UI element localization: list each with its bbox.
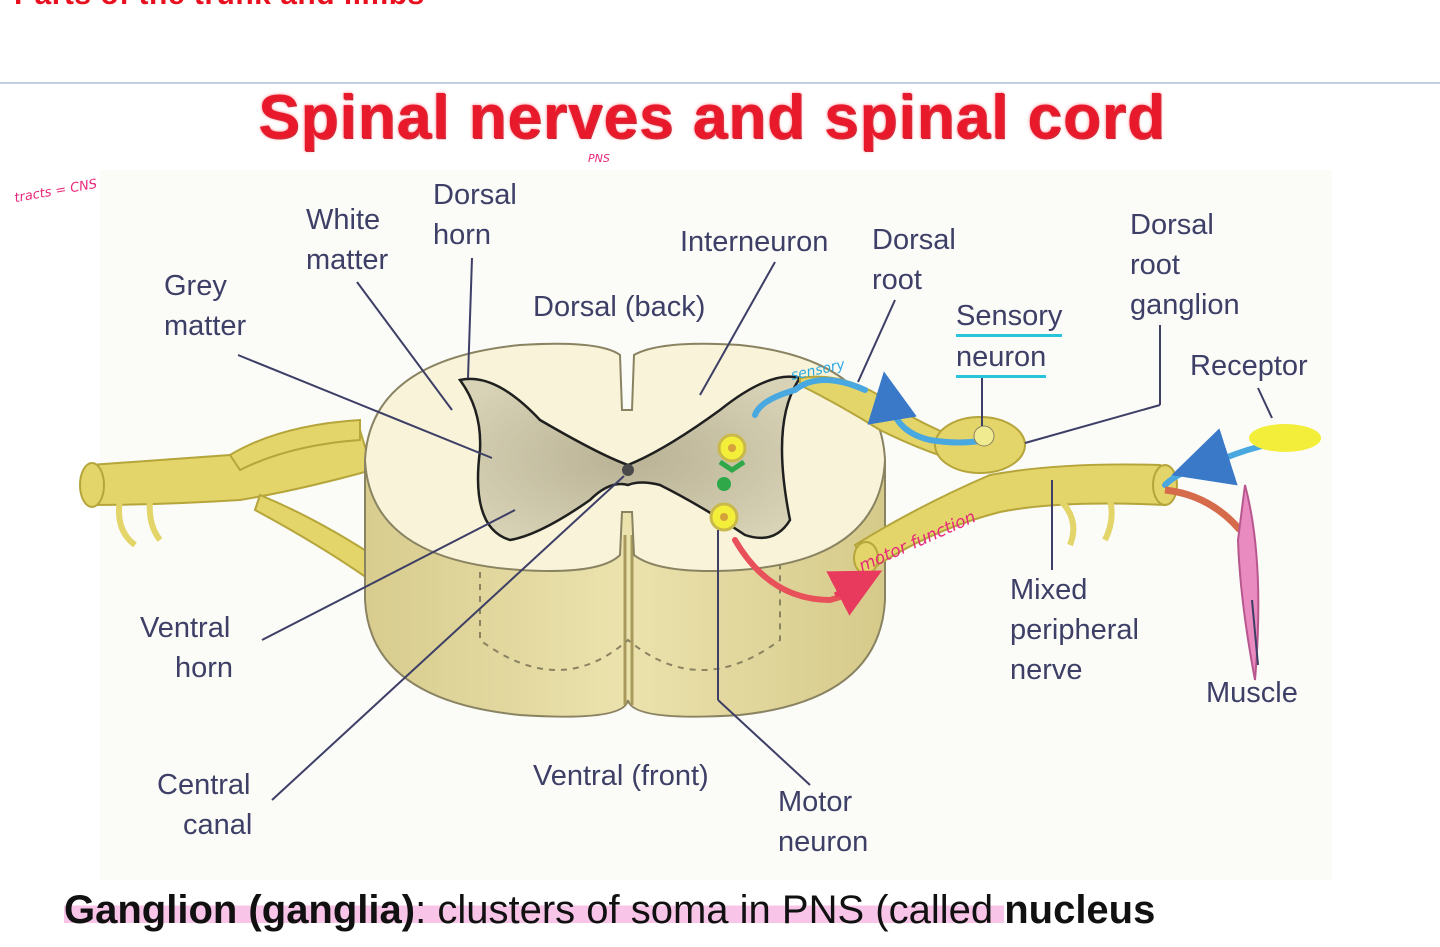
muscle-shape [1236, 484, 1260, 681]
ganglion-definition: Ganglion (ganglia): clusters of soma in … [64, 888, 1155, 933]
ventral-front-label: Ventral (front) [533, 760, 709, 792]
interneuron-label: Interneuron [680, 226, 829, 258]
ganglion-term: Ganglion (ganglia) [64, 888, 416, 932]
interneuron-synapse [717, 477, 731, 491]
ganglion-definition-text: : clusters of soma in PNS (called [415, 888, 1005, 932]
receptor-shape [1249, 424, 1321, 452]
slide-top-heading: Parts of the trunk and limbs [14, 0, 425, 12]
left-spinal-nerve [79, 418, 462, 662]
nucleus-term: nucleus [1004, 888, 1156, 932]
muscle-label: Muscle [1206, 677, 1298, 709]
heading-divider [0, 82, 1440, 84]
handwritten-pns-note: PNS [588, 152, 610, 165]
receptor-label: Receptor [1190, 350, 1308, 382]
diagram-title: Spinal nerves and spinal cord [258, 83, 1166, 152]
dorsal-back-label: Dorsal (back) [533, 291, 706, 323]
central-canal [622, 464, 634, 476]
leader-lines [237, 257, 1273, 801]
sensory-neuron-label: Sensory neuron [956, 296, 1063, 378]
